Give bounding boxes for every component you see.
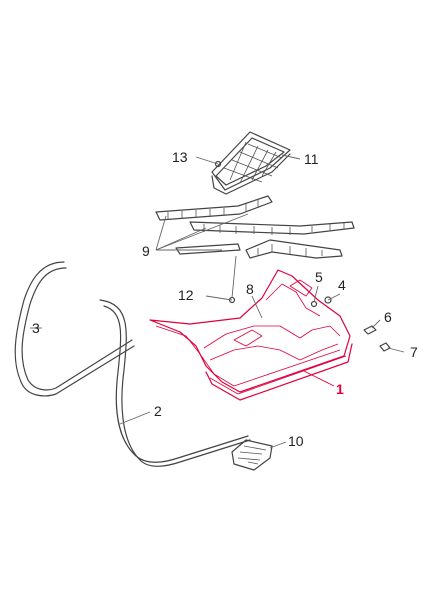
callout-9: 9	[142, 243, 150, 259]
callout-3: 3	[32, 320, 40, 336]
callout-10: 10	[288, 433, 304, 449]
leader-lines	[30, 154, 405, 449]
callout-8: 8	[246, 281, 254, 297]
callout-labels: 1 2 3 4 5 6 7 8 9 10 11 12 13	[32, 149, 418, 449]
callout-11: 11	[304, 151, 319, 167]
bolt-7	[379, 342, 391, 352]
callout-6: 6	[384, 309, 392, 325]
screw-13	[214, 160, 222, 168]
part-10-pad	[231, 439, 273, 471]
callout-7: 7	[410, 344, 418, 360]
bolt-6	[363, 325, 377, 335]
nut-4	[324, 296, 332, 304]
callout-13: 13	[172, 149, 188, 165]
callout-5: 5	[315, 269, 323, 285]
part-9-bracket-strips	[155, 195, 355, 259]
screw-5	[310, 300, 318, 308]
part-1-floor-panel	[149, 269, 353, 401]
part-2-long-seal	[99, 299, 251, 467]
callout-1: 1	[336, 381, 344, 397]
part-11-grille-panel	[211, 131, 291, 195]
callout-2: 2	[154, 403, 162, 419]
callout-4: 4	[338, 277, 346, 293]
part-3-seal-strip	[14, 261, 135, 397]
callout-12: 12	[178, 287, 194, 303]
